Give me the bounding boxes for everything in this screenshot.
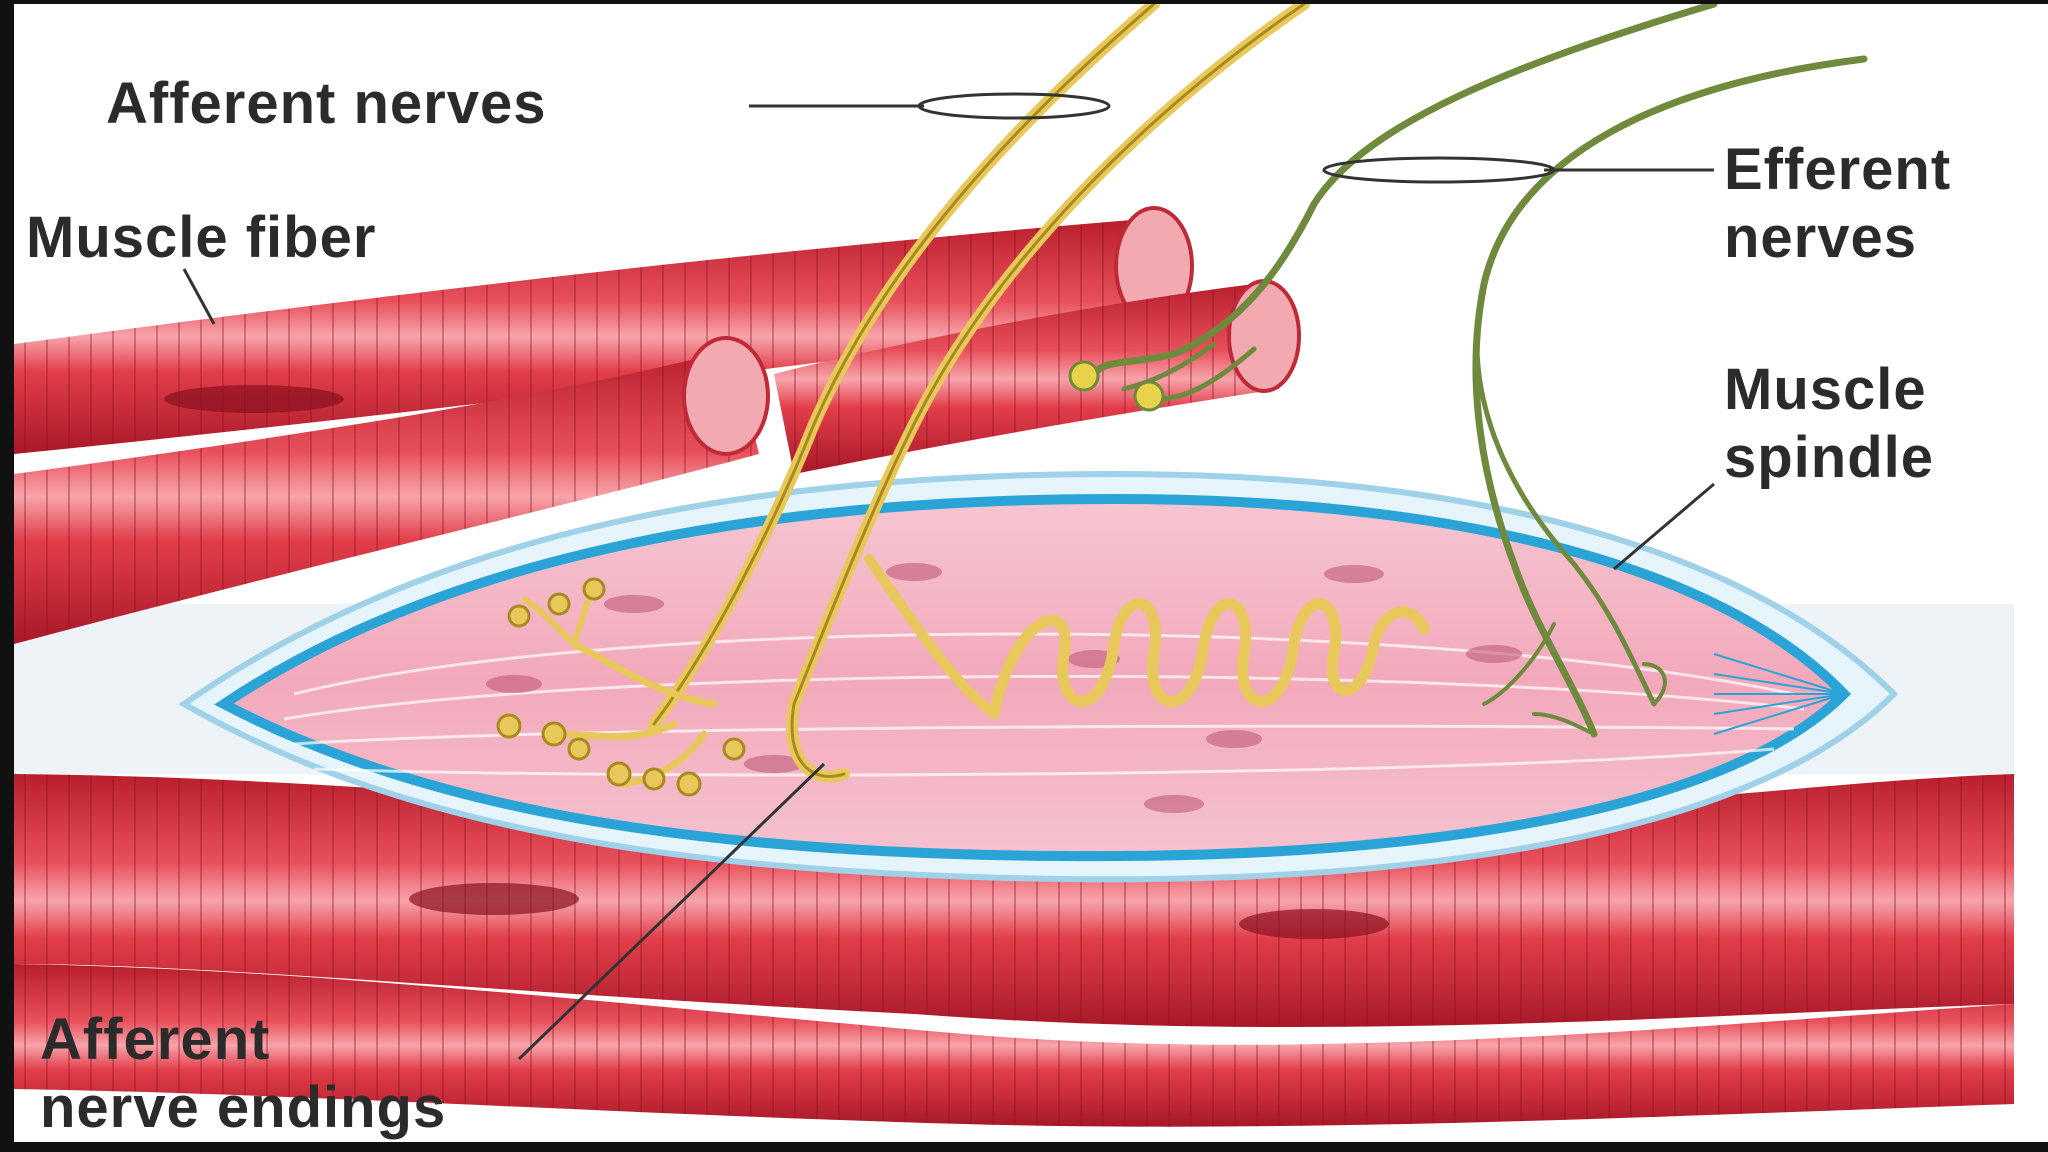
efferent-branch [1474,281,1657,707]
flower-spray-branch [521,596,577,647]
flower-spray-branch [550,720,678,740]
muscle-fiber-upper-2-striations [14,349,759,644]
afferent-nerve-fibers [521,4,1430,788]
muscle-fiber-cut-end-3 [1227,279,1301,393]
motor-endplates [1068,360,1165,412]
flower-spray-branch [620,730,708,788]
muscle-fiber-lower-2-striations [14,964,2014,1127]
lower-muscle-fibers [14,774,2014,1127]
muscle-nucleus [409,883,579,915]
afferent-endings-leader [517,762,826,1061]
afferent-nerves-label: Afferent nerves [106,70,546,138]
efferent-nerve-1 [1090,4,1718,378]
upper-muscle-fibers [14,206,1301,644]
muscle-fiber-label: Muscle fiber [26,204,376,272]
efferent-nerves-label: Efferent nerves [1724,136,1951,272]
afferent-nerve-1-outline [652,4,1156,726]
muscle-fiber-upper-3-striations [774,284,1279,474]
diagram-canvas: Afferent nerves Muscle fiber Efferent ne… [14,4,2048,1142]
afferent-nerve-endings-label: Afferent nerve endings [40,1006,446,1142]
afferent-nerve-2-outline [790,4,1306,778]
annulospiral-ending [988,598,1430,720]
motor-endplate-branch [1121,341,1217,392]
efferent-branch [1532,712,1596,736]
afferent-endings-line1: Afferent [40,1007,271,1072]
muscle-spindle-line2: spindle [1724,425,1935,490]
efferent-nerves-bundle-ring [1322,156,1556,184]
spindle-pole [1713,653,1845,735]
efferent-nerves-line2: nerves [1724,205,1918,270]
afferent-branch [864,554,999,719]
muscle-fiber-text: Muscle fiber [26,205,377,270]
muscle-nucleus [164,385,344,413]
afferent-nerves-bundle-ring [917,92,1111,120]
efferent-nerves-line1: Efferent [1724,137,1952,202]
afferent-endings-line2: nerve endings [40,1075,447,1140]
afferent-nerves-text: Afferent nerves [106,71,547,136]
muscle-nucleus [1239,909,1389,939]
muscle-fiber-leader [182,268,216,325]
efferent-nerve-fibers [1090,4,1868,738]
efferent-branch [1482,622,1556,706]
leader-lines [182,92,1715,1061]
muscle-spindle-leader [1613,482,1715,571]
muscle-spindle-line1: Muscle [1724,357,1927,422]
muscle-spindle-illustration [14,4,2014,1127]
flower-spray-branch [570,640,718,708]
motor-endplate-branch [1156,346,1257,402]
muscle-spindle-label: Muscle spindle [1724,356,1934,492]
efferent-branch [1642,662,1667,706]
muscle-fiber-cut-end-2 [682,336,770,456]
afferent-nerve-terminals [496,577,746,797]
